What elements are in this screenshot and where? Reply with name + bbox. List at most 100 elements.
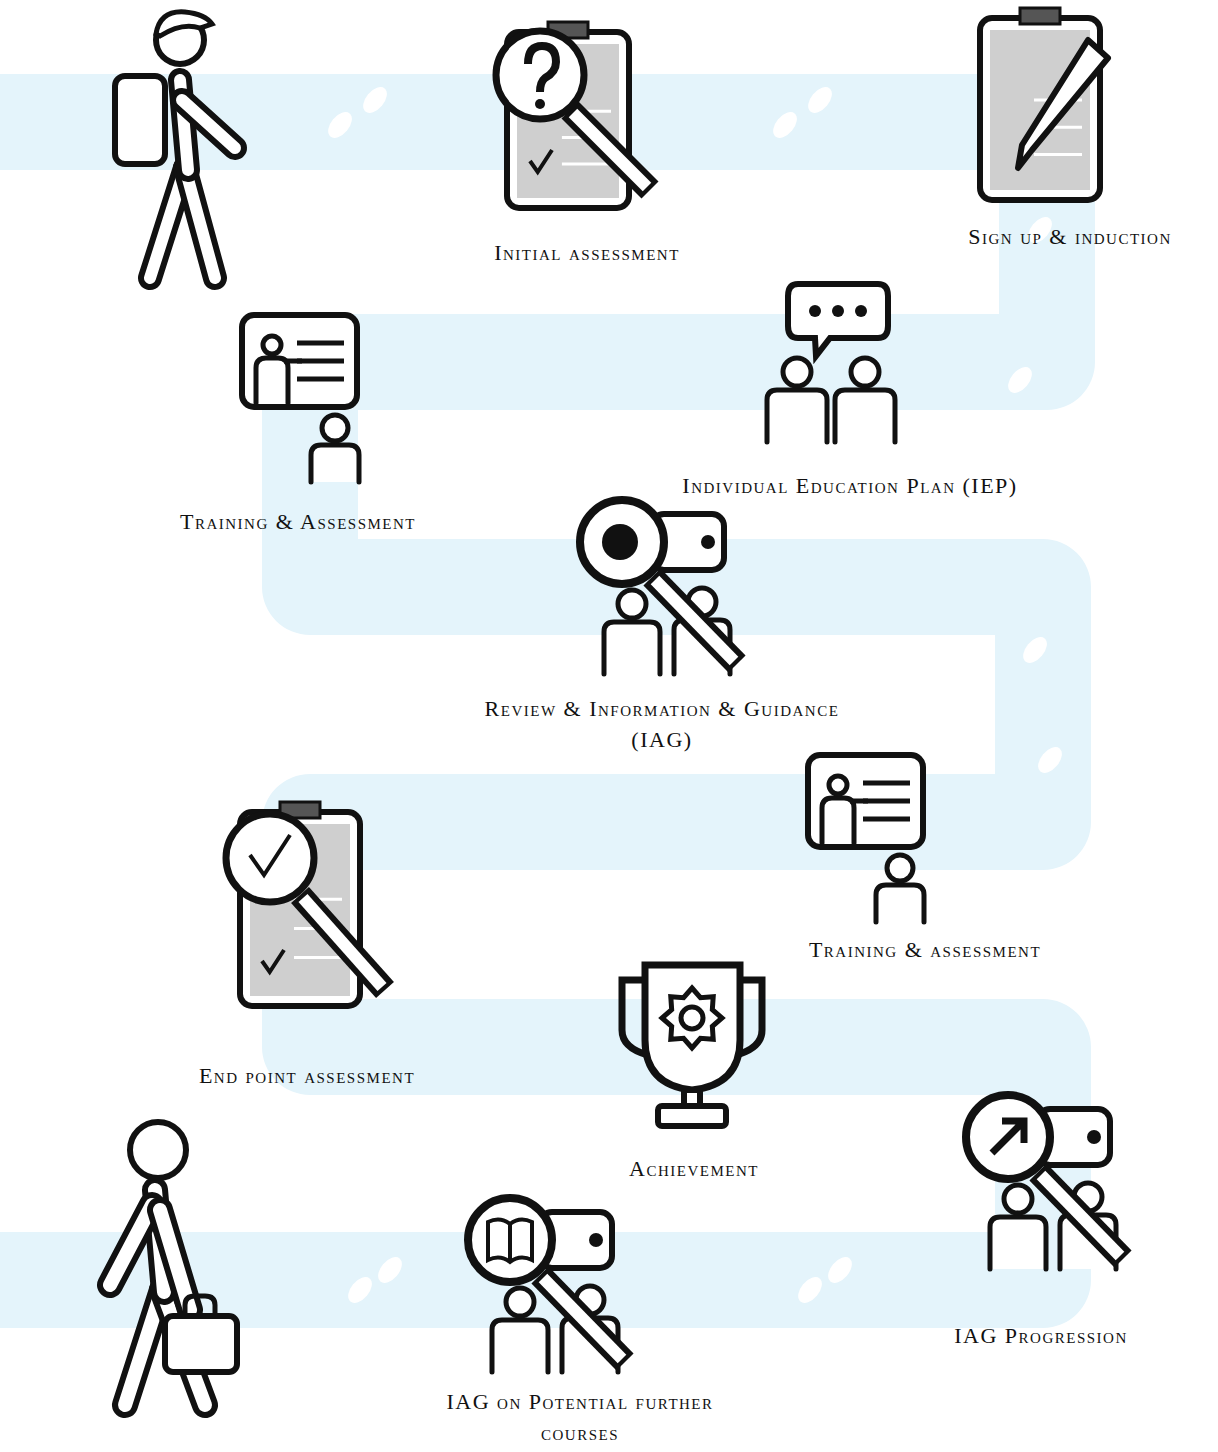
person-body <box>767 390 827 442</box>
person-head <box>851 358 879 386</box>
person-head <box>322 415 348 441</box>
magnifier-lens <box>496 31 584 119</box>
board-line <box>863 799 910 804</box>
arm <box>182 100 235 148</box>
lens-dot <box>602 524 638 560</box>
magnifier-handle-inner <box>655 580 734 661</box>
progression-icon <box>966 1095 1123 1269</box>
footprint <box>1018 633 1051 668</box>
footprint <box>793 1273 826 1308</box>
arm <box>110 1205 152 1285</box>
question-dot <box>535 99 545 109</box>
speech-bubble <box>788 284 888 356</box>
person-body <box>604 622 660 674</box>
trophy-badge-centre <box>681 1007 703 1029</box>
pointer <box>284 359 302 364</box>
arm-inner <box>160 1210 190 1310</box>
magnifier-handle-inner <box>303 898 382 987</box>
leg-inner <box>185 168 215 278</box>
check-mark <box>530 150 552 172</box>
person-head <box>1004 1185 1032 1213</box>
person-body <box>990 1217 1046 1269</box>
magnifier-handle <box>570 110 650 190</box>
magnifier-handle <box>300 895 385 990</box>
book-symbol <box>488 1219 532 1262</box>
arm-inner <box>182 100 235 148</box>
board-line <box>863 781 910 786</box>
training-icon <box>242 315 359 482</box>
trophy-base <box>658 1106 726 1126</box>
backpack <box>115 76 165 164</box>
icons <box>110 8 1123 1405</box>
pointer <box>850 799 868 804</box>
further-courses-icon <box>468 1198 625 1372</box>
stage-label: Review & Information & Guidance (IAG) <box>462 693 862 755</box>
footprint <box>1033 743 1066 778</box>
journey-band <box>0 122 1047 1280</box>
person-body <box>822 798 854 843</box>
footprint <box>803 83 836 118</box>
check-mark <box>262 950 284 972</box>
stage-label: Training & Assessment <box>180 506 416 537</box>
person-head <box>829 776 847 794</box>
magnifier-handle-inner <box>543 1278 622 1359</box>
person-head <box>263 336 281 354</box>
person-body <box>876 885 924 922</box>
magnifier-lens <box>966 1095 1050 1179</box>
magnifier-handle-inner <box>1041 1175 1120 1256</box>
footprint <box>343 1273 376 1308</box>
stage-label: Individual Education Plan (IEP) <box>635 470 1065 501</box>
sheet-line <box>562 163 611 166</box>
end-point-icon <box>226 802 385 1006</box>
stage-label: Achievement <box>629 1153 759 1184</box>
person-head <box>618 590 646 618</box>
magnifier-handle <box>652 577 737 664</box>
footprint <box>373 1253 406 1288</box>
person-head <box>506 1288 534 1316</box>
presentation-board <box>242 315 357 407</box>
trophy-icon <box>622 965 762 1126</box>
person-body <box>256 358 288 403</box>
footprint <box>768 108 801 143</box>
walker-head <box>130 1122 186 1178</box>
check-mark <box>250 835 290 875</box>
magnifier-handle-inner <box>573 113 647 187</box>
sheet-line <box>1034 153 1082 156</box>
pencil <box>1018 40 1108 168</box>
magnifier-lens <box>468 1198 552 1282</box>
megaphone-dot <box>701 535 715 549</box>
megaphone-dot <box>589 1233 603 1247</box>
person-head <box>783 358 811 386</box>
briefcase <box>165 1316 237 1372</box>
magnifier-handle <box>1038 1172 1123 1259</box>
clipboard-sheet <box>990 30 1090 190</box>
stage-label: Sign up & induction <box>968 221 1172 252</box>
speech-dot <box>809 305 821 317</box>
magnifier-handle <box>540 1275 625 1362</box>
review-icon <box>580 500 737 674</box>
person-head <box>887 855 913 881</box>
walker-end <box>110 1122 237 1405</box>
question-mark <box>528 46 556 92</box>
stage-label: Training & assessment <box>809 934 1041 965</box>
megaphone-dot <box>1087 1130 1101 1144</box>
leg <box>185 168 215 278</box>
arm <box>160 1210 190 1310</box>
sign-up-icon <box>980 8 1108 200</box>
arrow-symbol <box>992 1121 1024 1153</box>
person-body <box>835 390 895 442</box>
sheet-line <box>294 956 342 959</box>
person-body <box>492 1320 548 1372</box>
initial-assessment-icon <box>496 22 650 208</box>
person-body <box>311 445 359 482</box>
stage-label: IAG on Potential further courses <box>440 1386 720 1448</box>
board-line <box>297 341 344 346</box>
walker-start <box>115 12 235 278</box>
stage-label: End point assessment <box>199 1060 415 1091</box>
footprint <box>1003 363 1036 398</box>
trophy-cup <box>645 965 740 1090</box>
cap <box>156 12 212 36</box>
